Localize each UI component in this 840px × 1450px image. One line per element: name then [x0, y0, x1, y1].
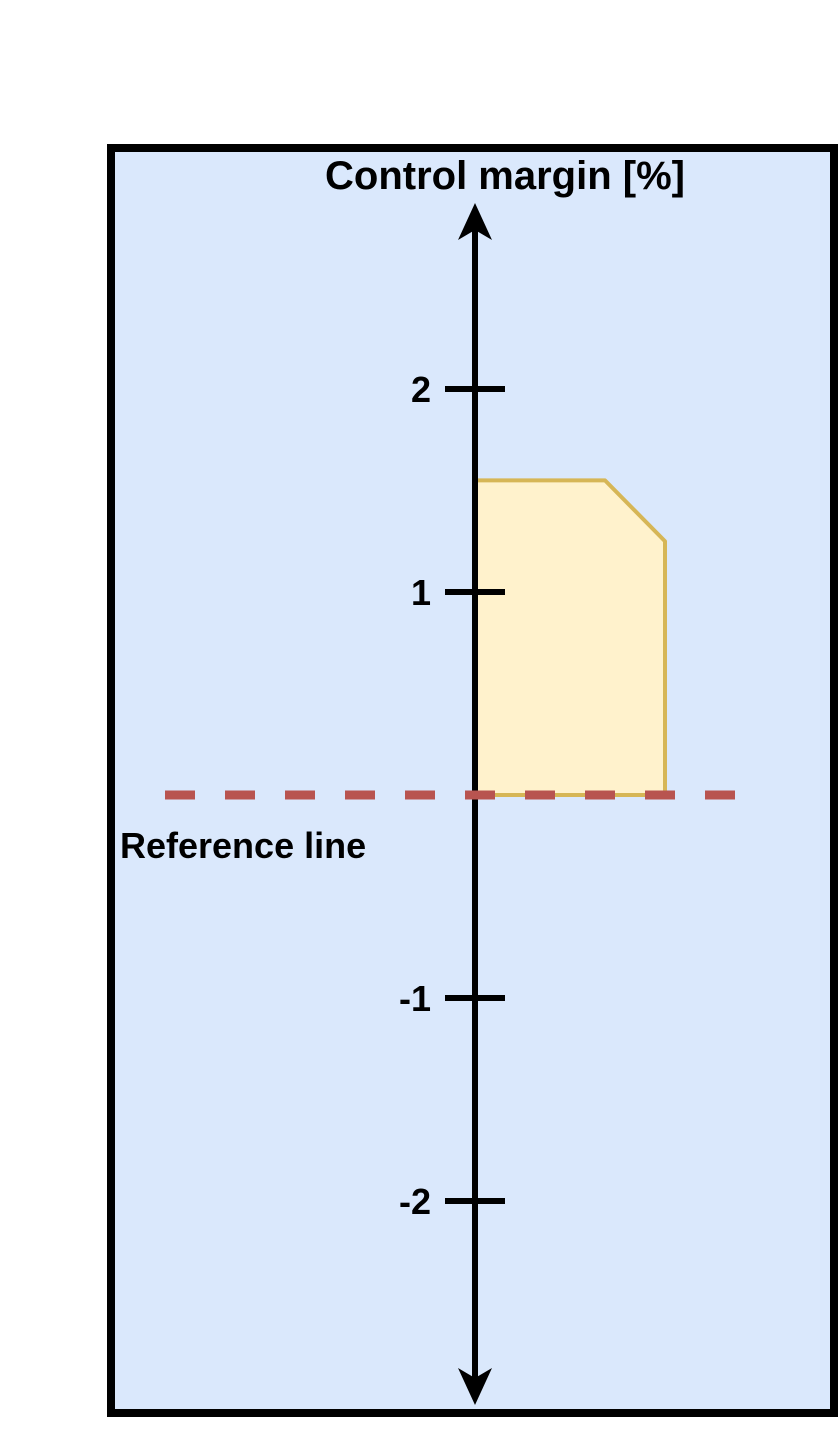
- arrow-up-icon: [458, 203, 492, 240]
- axis-tick-label: 1: [411, 572, 431, 613]
- vertical-axis: [458, 203, 492, 1405]
- axis-tick-label: -1: [399, 978, 431, 1019]
- axis-title: Control margin [%]: [325, 154, 685, 198]
- axis-ticks: 2 1 -1 -2: [399, 369, 505, 1222]
- reference-line-label: Reference line: [120, 825, 366, 866]
- axis-tick-label: -2: [399, 1181, 431, 1222]
- arrow-down-icon: [458, 1368, 492, 1405]
- axis-tick-label: 2: [411, 369, 431, 410]
- margin-region: [473, 478, 667, 797]
